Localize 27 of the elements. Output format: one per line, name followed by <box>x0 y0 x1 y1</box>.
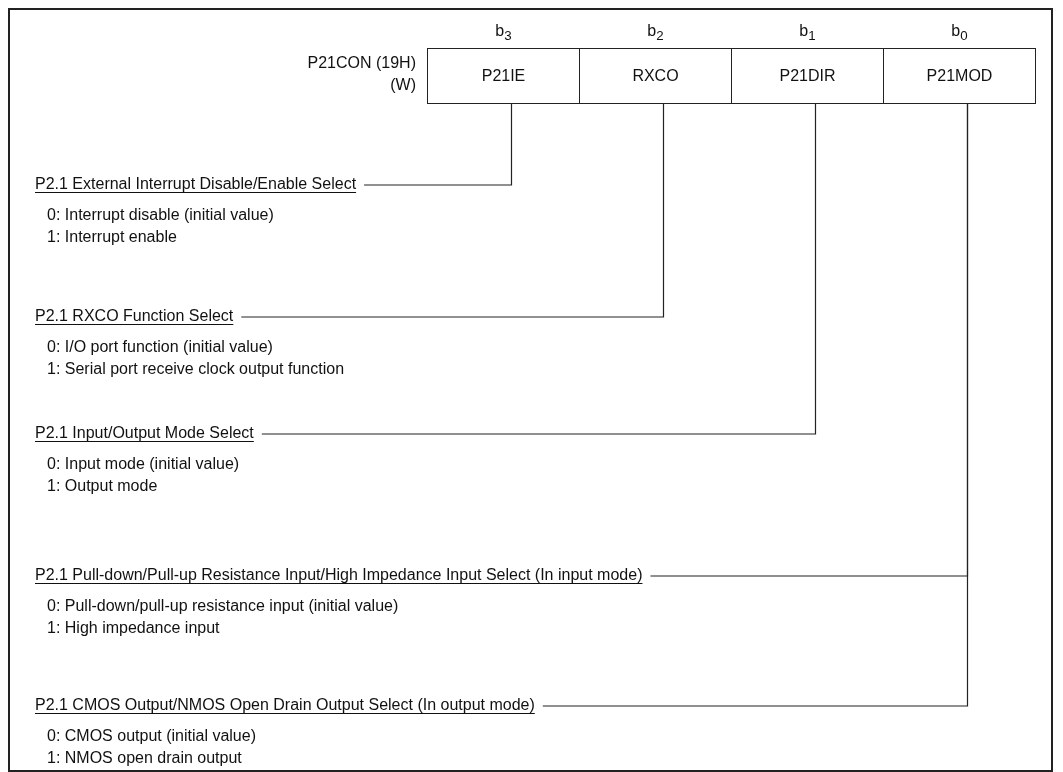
connector-line <box>542 103 969 707</box>
bit-label: b$_{0}$ <box>950 22 969 44</box>
register-bit-cell: P21MOD <box>883 48 1036 104</box>
bit-label: b$_{3}$ <box>494 22 513 44</box>
option-text: 1: NMOS open drain output <box>47 749 242 767</box>
option-text: 0: Pull-down/pull-up resistance input (initial value) <box>47 597 399 615</box>
option-text: 1: Serial port receive clock output function <box>47 360 345 378</box>
field-heading: P2.1 RXCO Function Select <box>35 307 234 325</box>
bit-label: b$_{2}$ <box>646 22 665 44</box>
connector-line <box>261 103 817 435</box>
register-bit-cell: P21DIR <box>731 48 884 104</box>
option-text: 0: I/O port function (initial value) <box>47 338 273 356</box>
option-text: 1: High impedance input <box>47 619 220 637</box>
option-text: 0: CMOS output (initial value) <box>47 727 256 745</box>
option-text: 1: Interrupt enable <box>47 228 177 246</box>
bit-label: b$_{1}$ <box>798 22 817 44</box>
field-heading: P2.1 External Interrupt Disable/Enable Select <box>35 175 357 193</box>
connector-line <box>363 103 513 186</box>
option-text: 0: Input mode (initial value) <box>47 455 240 473</box>
field-heading: P2.1 Input/Output Mode Select <box>35 424 254 442</box>
field-heading: P2.1 CMOS Output/NMOS Open Drain Output Select (In output mode) <box>35 696 535 714</box>
option-text: 1: Output mode <box>47 477 158 495</box>
register-bit-cell: P21IE <box>427 48 580 104</box>
option-text: 0: Interrupt disable (initial value) <box>47 206 274 224</box>
register-bit-cell: RXCO <box>579 48 732 104</box>
field-heading: P2.1 Pull-down/Pull-up Resistance Input/High Impedance Input Select (In input mode) <box>35 566 643 584</box>
connector-line <box>240 103 665 318</box>
